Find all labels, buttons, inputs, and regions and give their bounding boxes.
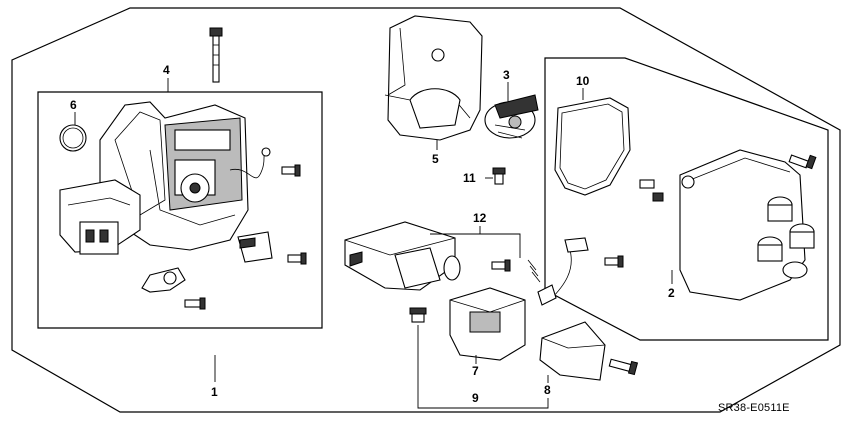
screw-part [492,167,506,185]
callout-1: 1 [211,385,218,399]
callout-9: 9 [472,391,479,405]
ignition-module-illustration [409,287,526,361]
callout-3: 3 [503,68,510,82]
condenser-illustration [539,321,639,381]
diagram-code: SR38-E0511E [718,402,790,414]
callout-12: 12 [473,211,487,225]
rotor-illustration [484,94,539,139]
distributor-cover-illustration [384,15,483,141]
callout-10: 10 [576,74,590,88]
callout-6: 6 [70,98,77,112]
callout-11: 11 [463,171,476,185]
o-ring-part [59,124,87,152]
distributor-cap-illustration [639,149,817,301]
housing-subframe-outline [37,91,323,329]
callout-7: 7 [472,364,479,378]
distributor-housing-illustration [59,27,307,310]
callout-4: 4 [163,63,170,77]
igniter-illustration [344,221,624,306]
callout-5: 5 [432,152,439,166]
callout-2: 2 [668,286,675,300]
callout-8: 8 [544,383,551,397]
assembly-frame-outline [11,7,841,413]
